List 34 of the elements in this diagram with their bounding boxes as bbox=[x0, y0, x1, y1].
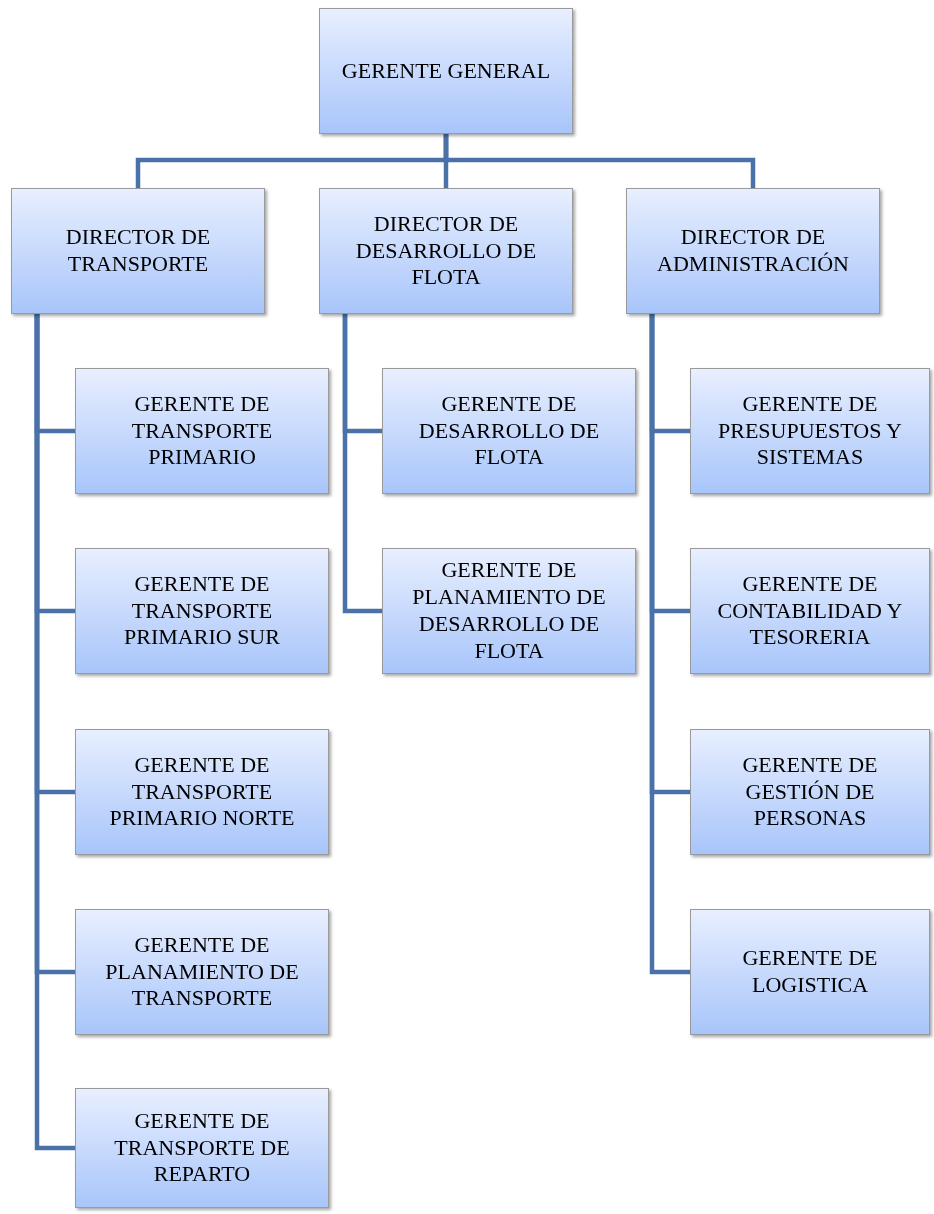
role-title: DIRECTOR DE ADMINISTRACIÓN bbox=[656, 224, 850, 278]
role-title: GERENTE DE PRESUPUESTOS Y SISTEMAS bbox=[717, 390, 903, 472]
role-title: GERENTE DE LOGISTICA bbox=[741, 945, 879, 999]
role-title: GERENTE DE DESARROLLO DE FLOTA bbox=[417, 390, 601, 472]
org-box bbox=[690, 729, 930, 855]
role-title: GERENTE DE CONTABILIDAD Y TESORERIA bbox=[716, 570, 904, 652]
org-box bbox=[75, 909, 329, 1035]
connector-line bbox=[443, 134, 756, 188]
role-title: GERENTE DE PLANAMIENTO DE TRANSPORTE bbox=[104, 931, 300, 1013]
org-box bbox=[690, 368, 930, 494]
role-title: GERENTE DE TRANSPORTE DE REPARTO bbox=[113, 1107, 291, 1189]
connector-line bbox=[342, 314, 382, 614]
connector-line bbox=[649, 314, 690, 975]
connector-line bbox=[34, 314, 75, 1151]
role-title: GERENTE DE TRANSPORTE PRIMARIO NORTE bbox=[108, 751, 296, 833]
role-title: GERENTE DE TRANSPORTE PRIMARIO SUR bbox=[123, 570, 281, 652]
org-box bbox=[690, 548, 930, 674]
org-box bbox=[319, 188, 573, 314]
org-box bbox=[626, 188, 880, 314]
org-box bbox=[690, 909, 930, 1035]
org-box bbox=[11, 188, 265, 314]
org-box bbox=[319, 8, 573, 134]
role-title: DIRECTOR DE DESARROLLO DE FLOTA bbox=[354, 210, 538, 292]
org-box bbox=[382, 548, 636, 674]
role-title: GERENTE DE TRANSPORTE PRIMARIO bbox=[130, 390, 274, 472]
org-box bbox=[75, 729, 329, 855]
role-title: GERENTE DE GESTIÓN DE PERSONAS bbox=[741, 751, 879, 833]
org-box bbox=[382, 368, 636, 494]
org-box bbox=[75, 1088, 329, 1208]
role-title: GERENTE DE PLANAMIENTO DE DESARROLLO DE FLOTA bbox=[411, 557, 607, 665]
org-box bbox=[75, 548, 329, 674]
role-title: DIRECTOR DE TRANSPORTE bbox=[64, 224, 212, 278]
org-box bbox=[75, 368, 329, 494]
role-title: GERENTE GENERAL bbox=[341, 57, 551, 85]
